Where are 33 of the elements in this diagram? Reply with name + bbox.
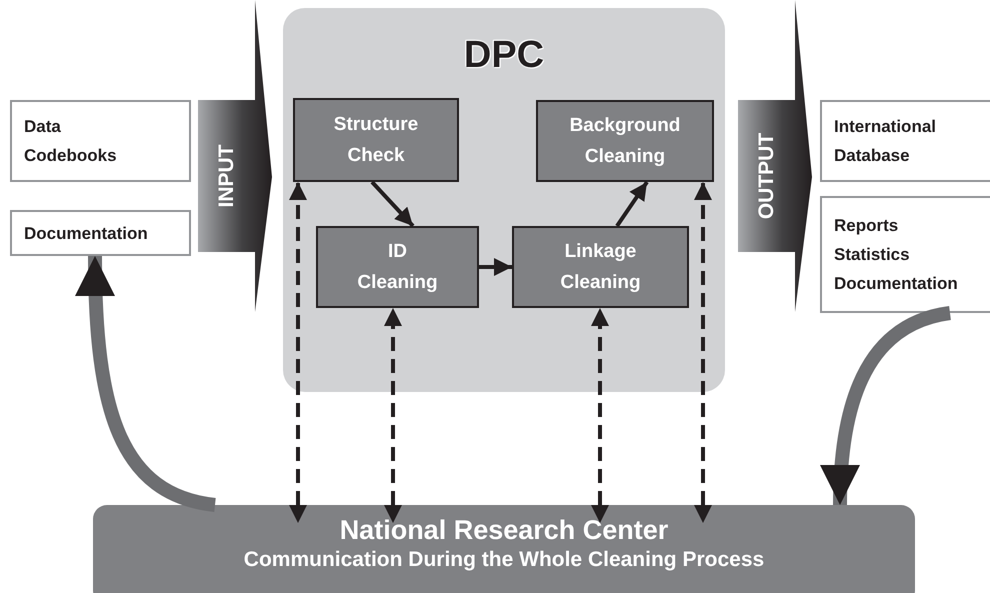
arrow xyxy=(370,180,414,228)
panel-title: DPC xyxy=(462,34,546,77)
box-label: Structure Check xyxy=(334,113,418,168)
arrow xyxy=(479,258,512,276)
process-box xyxy=(316,226,479,308)
box-label: Documentation xyxy=(24,222,148,244)
box-label: Data Codebooks xyxy=(24,116,117,167)
dashed-arrow xyxy=(289,182,307,523)
center-band xyxy=(93,505,915,593)
process-box xyxy=(512,226,689,308)
process-panel xyxy=(283,8,725,392)
dashed-arrow xyxy=(694,182,712,523)
curved-arrow xyxy=(821,306,952,506)
dashed-arrow xyxy=(384,308,402,523)
arrow xyxy=(615,180,649,228)
dashed-arrow xyxy=(591,308,609,523)
box-label: Reports Statistics Documentation xyxy=(834,215,958,295)
flow-arrow-shape xyxy=(738,0,814,312)
process-box xyxy=(293,98,459,182)
document-box xyxy=(820,100,990,182)
box-label: ID Cleaning xyxy=(357,240,438,295)
process-box xyxy=(536,100,714,182)
flow-arrow-shape xyxy=(198,0,274,312)
document-box xyxy=(10,100,191,182)
box-label: Linkage Cleaning xyxy=(560,240,641,295)
band-title: National Research Center xyxy=(340,515,668,546)
box-label: International Database xyxy=(834,116,936,167)
arrow-label: OUTPUT xyxy=(754,132,778,220)
arrow-label: INPUT xyxy=(214,144,238,208)
band-subtitle: Communication During the Whole Cleaning Process xyxy=(244,548,764,572)
document-box xyxy=(820,196,990,313)
box-label: Background Cleaning xyxy=(570,114,680,169)
document-box xyxy=(10,210,191,256)
